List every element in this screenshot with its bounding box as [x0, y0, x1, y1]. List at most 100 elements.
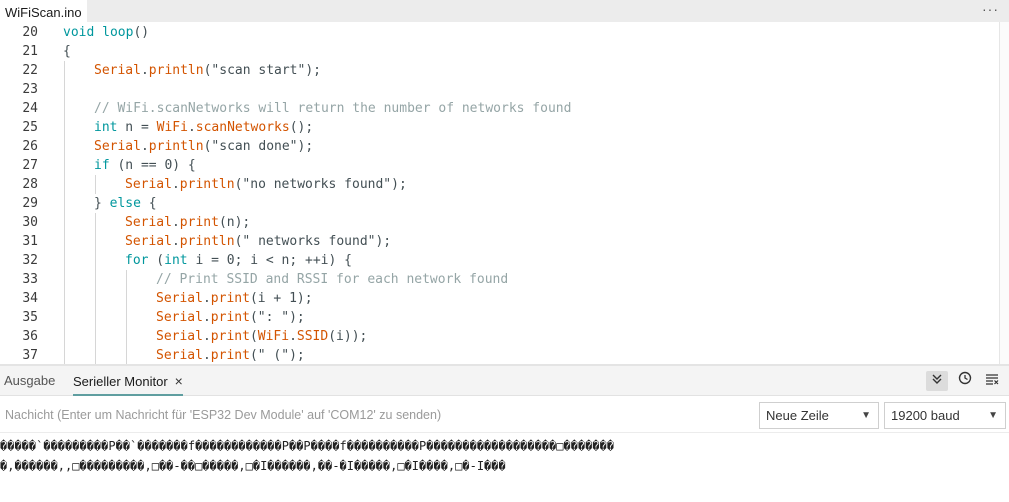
- code-token: (: [148, 253, 165, 268]
- code-token: Serial: [125, 177, 172, 192]
- code-token: .: [171, 234, 180, 249]
- code-token: (" (");: [249, 348, 305, 363]
- code-token: (): [133, 25, 150, 40]
- code-token: .: [140, 139, 149, 154]
- tab-wifiscan[interactable]: WiFiScan.ino: [0, 0, 87, 22]
- indent-guide: [64, 308, 65, 327]
- clear-output-icon[interactable]: [981, 371, 1003, 391]
- editor-tab-bar: WiFiScan.ino ···: [0, 0, 1009, 22]
- code-token: print: [210, 310, 250, 325]
- code-token: (i + 1);: [249, 291, 313, 306]
- indent-guide: [64, 327, 65, 346]
- clock-icon[interactable]: [954, 371, 976, 391]
- tab-output[interactable]: Ausgabe: [4, 373, 56, 388]
- code-token: .: [140, 63, 149, 78]
- code-token: {: [63, 44, 71, 59]
- code-token: ();: [289, 120, 314, 135]
- code-text: } else {: [94, 194, 157, 213]
- code-token: int: [164, 253, 188, 268]
- indent-guide: [95, 175, 96, 194]
- tab-serial-monitor[interactable]: Serieller Monitor×: [73, 366, 183, 396]
- chevron-down-icon: ▼: [861, 410, 871, 421]
- baud-rate-value: 19200 baud: [891, 408, 960, 423]
- indent-guide: [64, 175, 65, 194]
- code-token: .: [187, 120, 196, 135]
- indent-guide: [64, 61, 65, 80]
- code-token: (n == 0) {: [109, 158, 196, 173]
- code-token: Serial: [94, 63, 141, 78]
- line-number: 36: [22, 329, 38, 344]
- code-token: println: [179, 234, 235, 249]
- code-token: print: [210, 348, 250, 363]
- code-token: }: [94, 196, 110, 211]
- code-token: SSID: [296, 329, 329, 344]
- serial-message-input[interactable]: [0, 397, 755, 433]
- code-token: Serial: [156, 310, 203, 325]
- code-token: WiFi: [257, 329, 290, 344]
- code-line: 21{: [0, 42, 995, 61]
- indent-guide: [64, 80, 65, 99]
- indent-guide: [64, 99, 65, 118]
- indent-guide: [95, 327, 96, 346]
- code-text: Serial.print(WiFi.SSID(i));: [156, 327, 367, 346]
- indent-guide: [126, 327, 127, 346]
- indent-guide: [64, 232, 65, 251]
- indent-guide: [95, 251, 96, 270]
- indent-guide: [64, 251, 65, 270]
- editor-scrollbar[interactable]: [999, 22, 1009, 364]
- ellipsis-icon[interactable]: ···: [982, 1, 999, 17]
- code-token: scanNetworks: [195, 120, 290, 135]
- code-token: Serial: [125, 215, 172, 230]
- indent-guide: [64, 346, 65, 364]
- code-text: void loop(): [63, 23, 149, 42]
- line-number: 33: [22, 272, 38, 287]
- serial-output[interactable]: �����`���������P��`�������f������������P…: [0, 434, 1009, 502]
- code-token: ("scan start");: [203, 63, 321, 78]
- line-number: 24: [22, 101, 38, 116]
- close-icon[interactable]: ×: [174, 373, 183, 389]
- line-number: 37: [22, 348, 38, 363]
- code-text: Serial.print(" (");: [156, 346, 305, 364]
- indent-guide: [64, 270, 65, 289]
- autoscroll-chevrons-icon[interactable]: [926, 371, 948, 391]
- indent-guide: [126, 270, 127, 289]
- line-ending-select[interactable]: Neue Zeile ▼: [759, 402, 879, 429]
- indent-guide: [64, 156, 65, 175]
- code-token: void: [63, 25, 95, 40]
- line-number: 23: [22, 82, 38, 97]
- line-number: 35: [22, 310, 38, 325]
- code-line: 20 void loop(): [0, 23, 995, 42]
- code-token: for: [125, 253, 149, 268]
- code-token: .: [202, 348, 211, 363]
- panel-divider[interactable]: [0, 364, 1009, 366]
- code-token: int: [94, 120, 118, 135]
- code-token: (" networks found");: [234, 234, 392, 249]
- indent-guide: [64, 118, 65, 137]
- code-token: Serial: [156, 329, 203, 344]
- code-token: // Print SSID and RSSI for each network …: [156, 272, 509, 287]
- code-token: .: [202, 310, 211, 325]
- code-token: Serial: [156, 348, 203, 363]
- autoscroll-glyph: [932, 374, 942, 384]
- code-text: // WiFi.scanNetworks will return the num…: [94, 99, 571, 118]
- code-token: i = 0; i < n; ++i) {: [187, 253, 352, 268]
- line-number: 34: [22, 291, 38, 306]
- code-token: (": ");: [249, 310, 305, 325]
- code-line: 37 Serial.print(" (");: [0, 346, 995, 364]
- code-token: println: [148, 139, 204, 154]
- code-line: 35 Serial.print(": ");: [0, 308, 995, 327]
- code-token: Serial: [156, 291, 203, 306]
- code-token: (: [249, 329, 258, 344]
- code-token: print: [210, 291, 250, 306]
- baud-rate-select[interactable]: 19200 baud ▼: [884, 402, 1006, 429]
- indent-guide: [95, 213, 96, 232]
- line-number: 20: [22, 25, 38, 40]
